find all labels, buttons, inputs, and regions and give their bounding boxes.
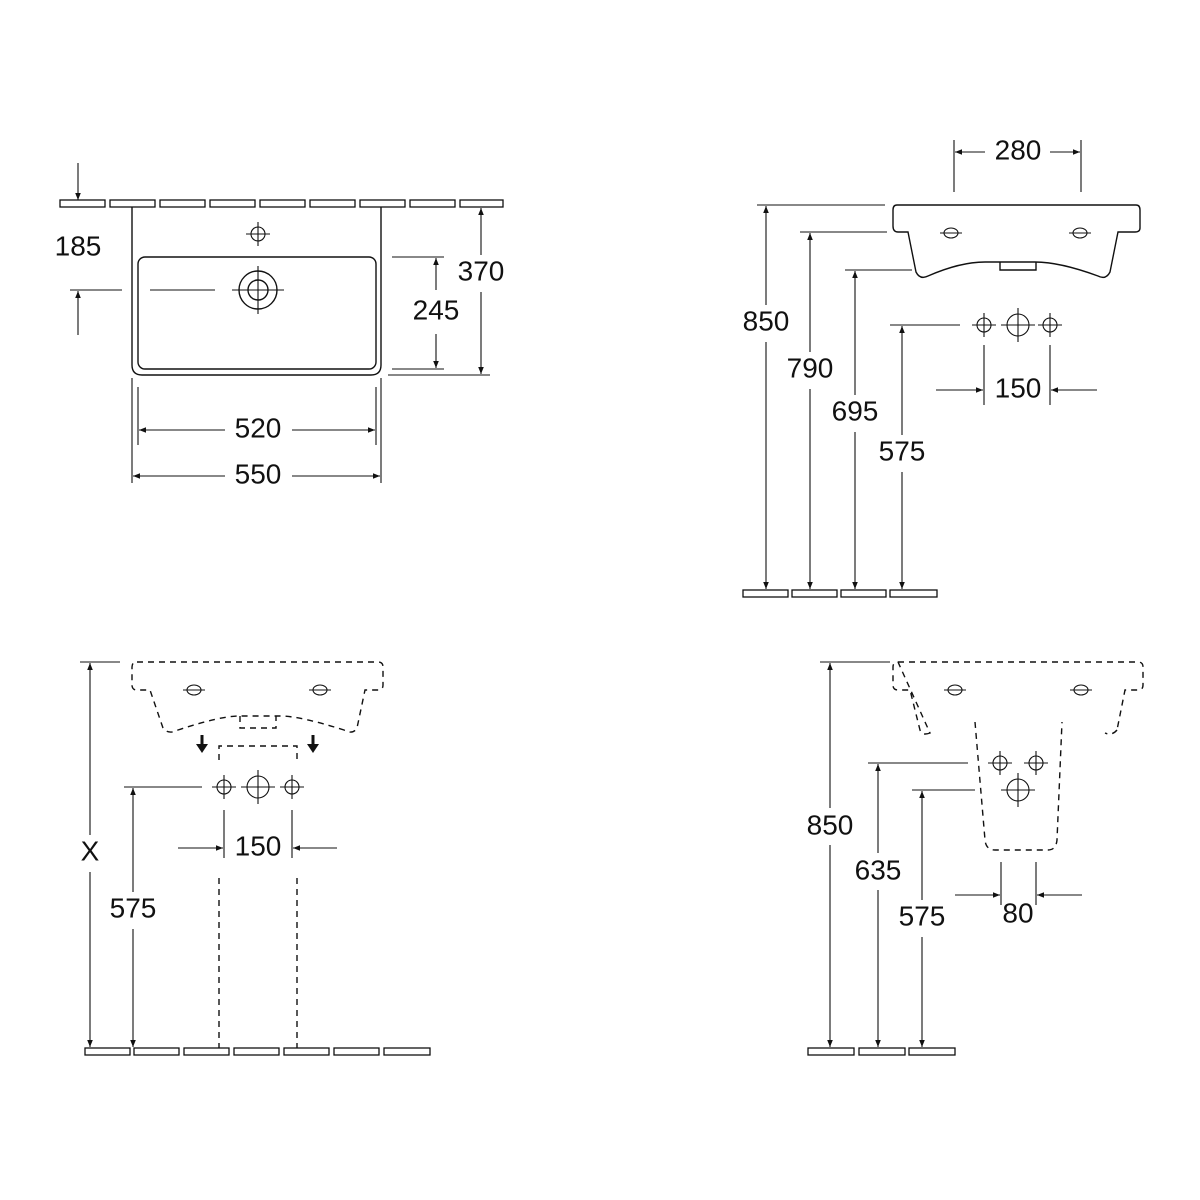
arrow-down-icon — [196, 735, 208, 753]
supply-connection-icon — [1037, 312, 1063, 338]
dim-185: 185 — [55, 230, 102, 261]
semi-pedestal-outline-dashed — [974, 721, 1063, 851]
supply-connection-icon — [279, 774, 305, 800]
dim-370: 370 — [458, 255, 505, 286]
wall-strip — [59, 199, 504, 208]
waste-connection-icon — [240, 769, 276, 805]
dim-150: 150 — [995, 372, 1042, 403]
dim-520: 520 — [235, 412, 282, 443]
drain-icon — [232, 266, 284, 314]
front-view-semi-pedestal: 850 635 575 80 — [807, 661, 1144, 1056]
fixing-hole-icon — [309, 684, 331, 696]
dim-550: 550 — [235, 458, 282, 489]
dim-80: 80 — [1002, 897, 1033, 928]
dim-150: 150 — [235, 830, 282, 861]
waste-connection-icon — [1000, 307, 1036, 343]
dim-635: 635 — [855, 854, 902, 885]
floor-strip — [84, 1047, 431, 1056]
dim-575: 575 — [879, 435, 926, 466]
basin-outline — [131, 207, 382, 376]
fixing-hole-icon — [183, 684, 205, 696]
front-view-pedestal: 150 X 575 — [80, 661, 431, 1056]
supply-connection-icon — [987, 750, 1013, 776]
floor-strip — [807, 1047, 956, 1056]
fixing-hole-icon — [940, 227, 962, 239]
basin-outline-dashed — [892, 661, 1144, 735]
fixing-hole-icon — [1070, 684, 1092, 696]
tap-hole-icon — [245, 221, 271, 247]
dim-850: 850 — [743, 305, 790, 336]
supply-connection-icon — [971, 312, 997, 338]
floor-strip — [742, 589, 938, 598]
waste-connection-icon — [1000, 772, 1036, 808]
bowl-outline — [137, 256, 377, 370]
pedestal-outline-dashed — [218, 745, 298, 1048]
front-view-wall-hung: 280 850 790 695 575 150 — [742, 134, 1141, 598]
dim-790: 790 — [787, 352, 834, 383]
dim-695: 695 — [832, 395, 879, 426]
arrow-down-icon — [307, 735, 319, 753]
dim-245: 245 — [413, 294, 460, 325]
fixing-hole-icon — [944, 684, 966, 696]
dim-575: 575 — [110, 892, 157, 923]
supply-connection-icon — [1023, 750, 1049, 776]
fixing-hole-icon — [1069, 227, 1091, 239]
top-view: 185 245 370 520 550 — [55, 163, 505, 489]
basin-profile — [892, 204, 1141, 279]
dim-x: X — [81, 835, 100, 866]
dim-575: 575 — [899, 900, 946, 931]
dim-850: 850 — [807, 809, 854, 840]
basin-outline-dashed — [131, 661, 384, 733]
supply-connection-icon — [211, 774, 237, 800]
dim-280: 280 — [995, 134, 1042, 165]
